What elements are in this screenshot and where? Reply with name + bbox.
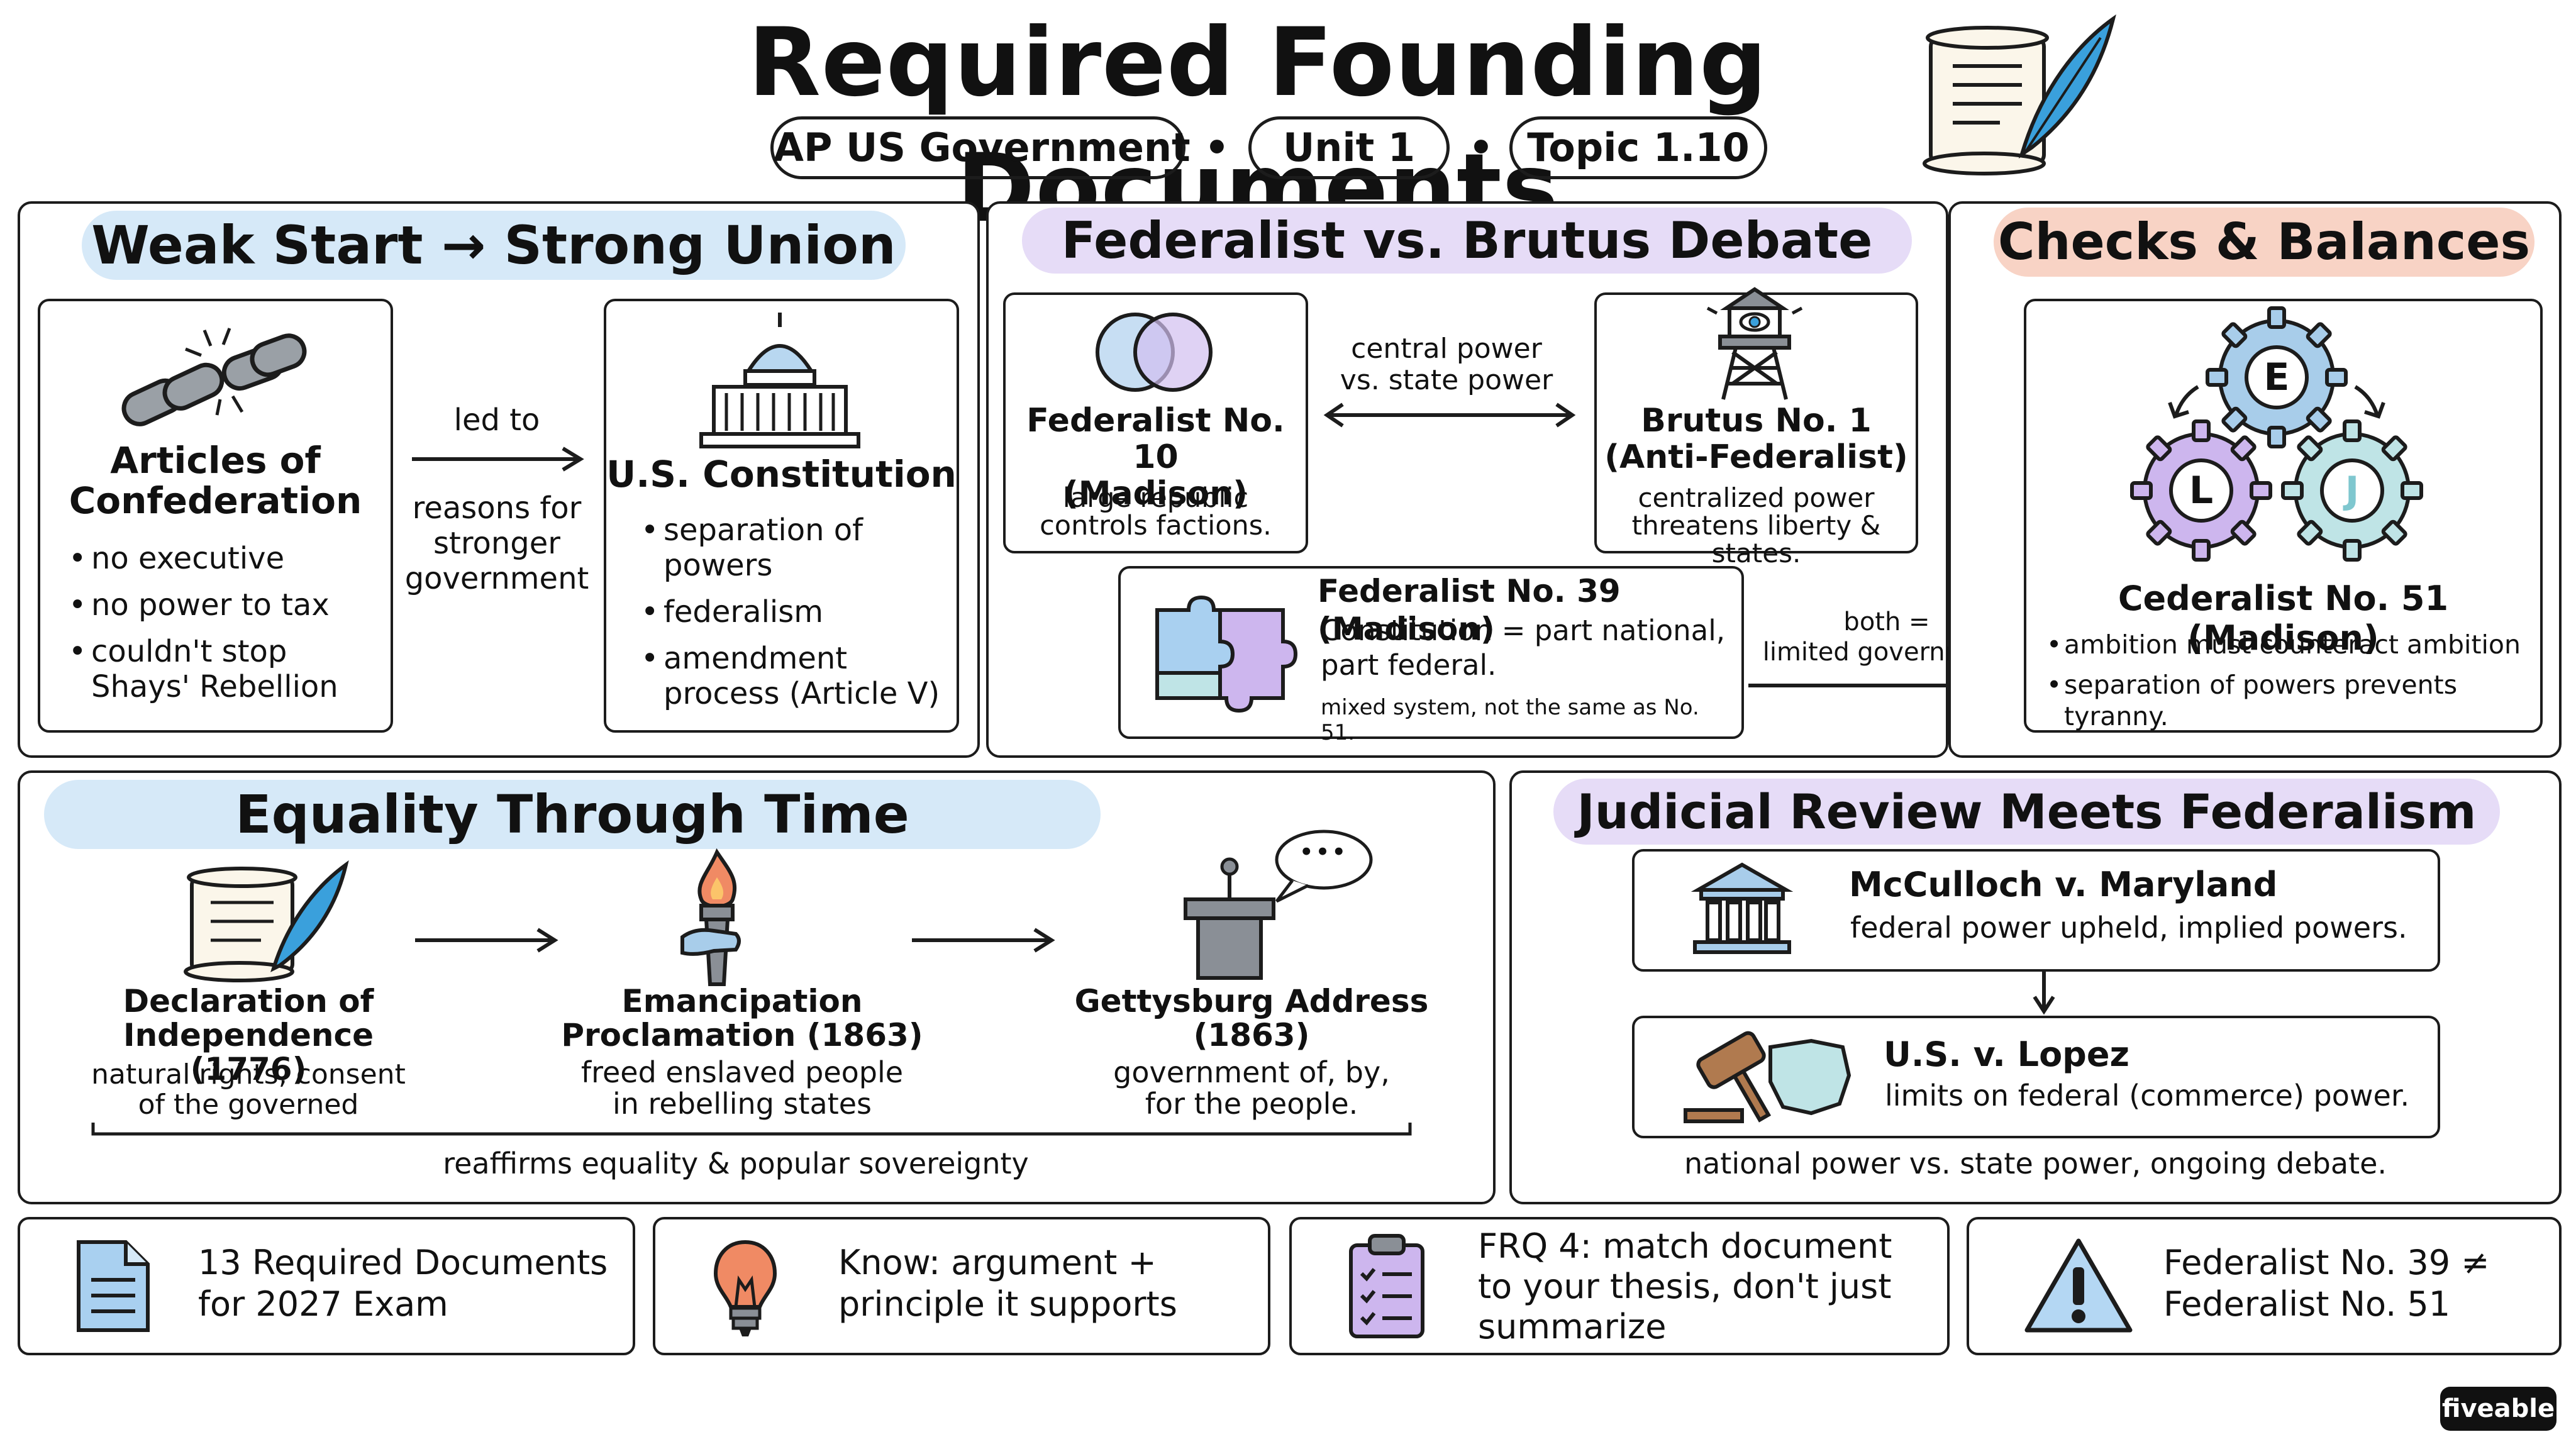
gear-label-j: J [2345, 469, 2360, 513]
list-item: no executive [66, 541, 387, 576]
brutus-title: Brutus No. 1 (Anti-Federalist) [1604, 402, 1908, 476]
judicial-footer: national power vs. state power, ongoing … [1684, 1146, 2387, 1180]
articles-bullets: no executive no power to tax couldn't st… [66, 541, 387, 704]
checks-banner: Checks & Balances [1994, 208, 2534, 277]
scroll-quill-icon [1912, 13, 2126, 176]
list-item: couldn't stop Shays' Rebellion [66, 634, 343, 704]
central-vs-state-label: central power vs. state power [1340, 333, 1553, 396]
debate-double-arrow [1323, 402, 1576, 428]
gear-label-l: L [2189, 469, 2214, 513]
lightbulb-icon [711, 1239, 780, 1340]
emancipation-title: Emancipation Proclamation (1863) [561, 983, 923, 1053]
led-to-arrow [412, 447, 584, 472]
brutus-desc: centralized power threatens liberty & st… [1631, 482, 1881, 569]
warning-text: Federalist No. 39 ≠ Federalist No. 51 [2163, 1243, 2490, 1324]
page-title: Required Founding Documents [748, 8, 1768, 243]
fiveable-logo[interactable]: fiveable [2440, 1387, 2557, 1431]
argument-text: Know: argument + principle it supports [838, 1243, 1177, 1324]
federalist-10-desc: large republic controls factions. [1040, 482, 1272, 541]
led-to-label: led to [453, 402, 540, 438]
federalist-10-title: Federalist No. 10 (Madison) [1026, 402, 1285, 513]
list-item: separation of powers prevents tyranny. [2044, 669, 2541, 732]
speech-bubble-icon [1264, 827, 1374, 906]
list-item: federalism [638, 594, 953, 630]
tag-unit: Unit 1 [1248, 116, 1450, 179]
timeline-arrow [415, 928, 558, 953]
tag-topic: Topic 1.10 [1509, 116, 1767, 179]
declaration-title: Declaration of Independence (1776) [123, 983, 374, 1087]
puzzle-icon [1151, 595, 1298, 713]
gavel-map-icon [1676, 1025, 1858, 1126]
declaration-desc: natural rights, consent of the governed [91, 1058, 406, 1121]
lopez-title: U.S. v. Lopez [1884, 1035, 2129, 1074]
frq-text: FRQ 4: match document to your thesis, do… [1478, 1226, 1892, 1346]
warning-icon [2022, 1236, 2135, 1336]
tag-separator: • [1468, 125, 1494, 170]
tag-course: AP US Government [770, 116, 1191, 179]
federalist-39-desc: Constitution = part national, part feder… [1321, 614, 1726, 682]
tag-separator: • [1204, 125, 1230, 170]
speech-bubble-dots: ••• [1299, 840, 1348, 865]
emancipation-desc: freed enslaved people in rebelling state… [580, 1055, 904, 1121]
mcculloch-desc: federal power upheld, implied powers. [1850, 911, 2407, 945]
clipboard-icon [1346, 1233, 1428, 1340]
broken-chain-icon [116, 327, 311, 434]
documents-text: 13 Required Documents for 2027 Exam [198, 1243, 608, 1324]
lopez-card [1632, 1016, 2440, 1138]
watchtower-icon [1695, 283, 1814, 402]
list-item: amendment process (Article V) [638, 641, 959, 711]
capitol-icon [695, 311, 865, 450]
list-item: separation of powers [638, 513, 953, 583]
equality-banner: Equality Through Time [44, 780, 1101, 849]
scroll-quill-icon [179, 858, 355, 984]
constitution-bullets: separation of powers federalism amendmen… [638, 513, 953, 711]
timeline-arrow [912, 928, 1055, 953]
constitution-title: U.S. Constitution [606, 453, 957, 496]
judicial-banner: Judicial Review Meets Federalism [1553, 779, 2500, 845]
reasons-label: reasons for stronger government [404, 491, 589, 596]
case-connector-arrow [2033, 972, 2055, 1015]
courthouse-icon [1690, 862, 1794, 956]
mcculloch-title: McCulloch v. Maryland [1849, 865, 2278, 904]
equality-footer: reaffirms equality & popular sovereignty [443, 1146, 1029, 1180]
list-item: ambition must counteract ambition [2044, 629, 2541, 660]
list-item: no power to tax [66, 587, 387, 623]
gears-icon [2126, 306, 2453, 572]
gettysburg-desc: government of, by, for the people. [1113, 1055, 1390, 1121]
federalist-51-bullets: ambition must counteract ambition separa… [2044, 629, 2541, 732]
gettysburg-title: Gettysburg Address (1863) [1074, 983, 1429, 1053]
debate-banner: Federalist vs. Brutus Debate [1022, 208, 1912, 274]
venn-icon [1088, 308, 1220, 396]
federalist-39-note: mixed system, not the same as No. 51. [1321, 695, 1699, 745]
document-icon [72, 1239, 154, 1333]
timeline-bracket [91, 1123, 1412, 1136]
torch-icon [670, 848, 764, 987]
lopez-desc: limits on federal (commerce) power. [1885, 1079, 2410, 1113]
articles-title: Articles of Confederation [69, 439, 362, 522]
gear-label-e: E [2263, 355, 2290, 399]
federalist-39-title: Federalist No. 39 (Madison) [1318, 573, 1621, 647]
podium-icon [1176, 855, 1283, 981]
weak-start-banner: Weak Start → Strong Union [82, 211, 906, 280]
